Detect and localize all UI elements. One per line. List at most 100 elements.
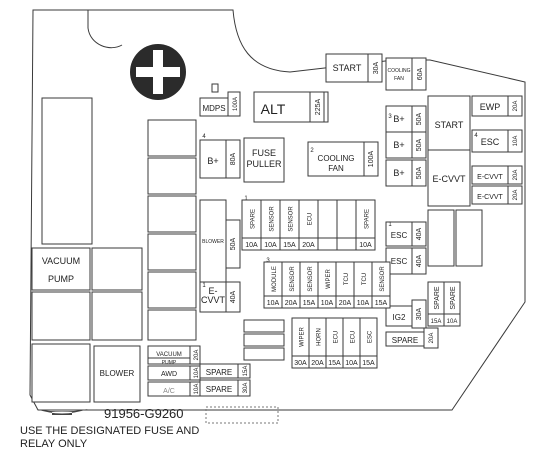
relay-slot <box>31 291 91 341</box>
fuse-amp-label: 20A <box>513 170 519 181</box>
fuse-amp-label: 15A <box>328 360 341 367</box>
fuse-name-label: HORN <box>317 328 323 346</box>
vacuum-pump-small-label: VACUUM <box>156 352 182 358</box>
fuse-amp-label: 10A <box>194 368 200 379</box>
fuse-name-label: SPARE <box>251 209 257 229</box>
fuse-amp-label: 15A <box>375 300 388 307</box>
fuse-amp-label: 10A <box>267 300 280 307</box>
fuse-number: 3 <box>266 258 270 264</box>
b-plus-label: B+ <box>393 140 404 150</box>
fuse-slot <box>427 95 471 151</box>
fuse-amp <box>411 57 427 91</box>
cooling-fan-label: COOLING <box>318 154 355 163</box>
relay-slot <box>147 271 197 309</box>
relay-slot <box>31 247 91 291</box>
fuse-name-label: SENSOR <box>290 266 296 292</box>
esc-label: ESC <box>481 137 500 147</box>
fuse-name-label: TCU <box>344 273 350 285</box>
e-cvvt-label: E-CVVT <box>477 194 503 201</box>
fuse-name-label: MODULE <box>272 266 278 292</box>
fuse-slot <box>385 221 413 247</box>
relay-slot <box>147 157 197 195</box>
start-label: START <box>435 120 464 130</box>
relay-slot <box>91 291 143 341</box>
fuse-tab <box>211 83 219 93</box>
fuse-amp-label: 15A <box>283 242 296 249</box>
e-cvvt-label: CVVT <box>201 295 226 305</box>
start-label: START <box>333 63 362 73</box>
ac-label: A/C <box>163 388 175 395</box>
fuse-name-label: WIPER <box>326 269 332 289</box>
fuse-amp-label: 30A <box>416 307 423 320</box>
relay-slot <box>427 209 455 267</box>
fuse-amp <box>507 185 523 205</box>
fuse-slot <box>253 91 311 123</box>
fuse-amp-label: 40A <box>230 290 237 303</box>
fuse-slot <box>385 159 413 187</box>
fuse-amp-label: 30A <box>243 383 249 394</box>
fuse-box-notch <box>87 10 123 49</box>
label-area-dashed <box>205 406 279 424</box>
fuse-slot <box>243 333 285 347</box>
fuse-amp-label: 10A <box>321 300 334 307</box>
fuse-amp <box>237 379 251 397</box>
fuse-amp-label: 225A <box>315 99 322 116</box>
fuse-amp-label: 10A <box>447 319 458 325</box>
ig2-label: IG2 <box>393 313 406 322</box>
fuse-amp-label: 20A <box>285 300 298 307</box>
fuse-amp <box>411 159 427 187</box>
fuse-amp <box>227 91 241 117</box>
fuse-amp-label: 10A <box>194 384 200 395</box>
fuse-slot <box>317 199 338 239</box>
awd-label: AWD <box>161 371 177 378</box>
alt-label: ALT <box>261 101 286 117</box>
fuse-slot <box>385 131 413 159</box>
fuse-amp-label: 10A <box>513 136 519 147</box>
fuse-amp <box>367 53 383 83</box>
fuse-name-label: SENSOR <box>380 266 386 292</box>
fuse-amp <box>507 165 523 185</box>
fuse-slot <box>385 105 413 133</box>
fuse-slot <box>199 281 227 313</box>
spare-label: SPARE <box>450 286 457 310</box>
fuse-amp <box>225 281 241 313</box>
fuse-amp-label: 30A <box>373 61 380 74</box>
spare-label: SPARE <box>392 336 419 345</box>
blower-label: BLOWER <box>100 369 135 378</box>
fuse-amp-label: 20A <box>339 300 352 307</box>
fuse-amp-label: 50A <box>416 112 423 125</box>
fuse-amp-label: 100A <box>233 97 239 111</box>
fuse-amp-label: 20A <box>513 101 519 112</box>
fuse-amp-label: 60A <box>417 67 424 80</box>
relay-slot <box>147 309 197 341</box>
relay-slot <box>31 343 91 403</box>
fuse-name-label: ECU <box>334 331 340 344</box>
fuse-amp-label: 40A <box>416 254 423 267</box>
e-cvvt-label: E- <box>209 286 218 296</box>
notice-text: RELAY ONLY <box>20 438 88 450</box>
fuse-amp-label: 20A <box>194 350 200 361</box>
fuse-amp <box>371 295 391 309</box>
spare-label: SPARE <box>206 385 233 394</box>
fuse-slot <box>243 137 285 183</box>
fuse-amp <box>507 129 523 153</box>
fuse-number: 4 <box>474 133 478 139</box>
blower-label: BLOWER <box>202 239 224 245</box>
fuse-amp-label: 40A <box>416 227 423 240</box>
cooling-fan-label: COOLING <box>387 68 410 74</box>
vacuum-pump-label: VACUUM <box>42 256 80 266</box>
fuse-slot <box>199 139 227 179</box>
e-cvvt-label: E-CVVT <box>432 174 466 184</box>
fuse-box-outline <box>29 9 526 411</box>
vacuum-pump-small-label: PUMP <box>162 360 177 366</box>
fuse-amp <box>443 313 461 327</box>
esc-label: ESC <box>391 257 408 266</box>
fuse-amp <box>411 247 427 275</box>
fuse-amp <box>507 95 523 117</box>
esc-label: ESC <box>391 231 408 240</box>
fuse-amp <box>363 141 379 177</box>
fuse-amp-label: 20A <box>429 333 435 344</box>
fuse-amp-label: 10A <box>245 242 258 249</box>
fuse-amp-label: 20A <box>513 190 519 201</box>
